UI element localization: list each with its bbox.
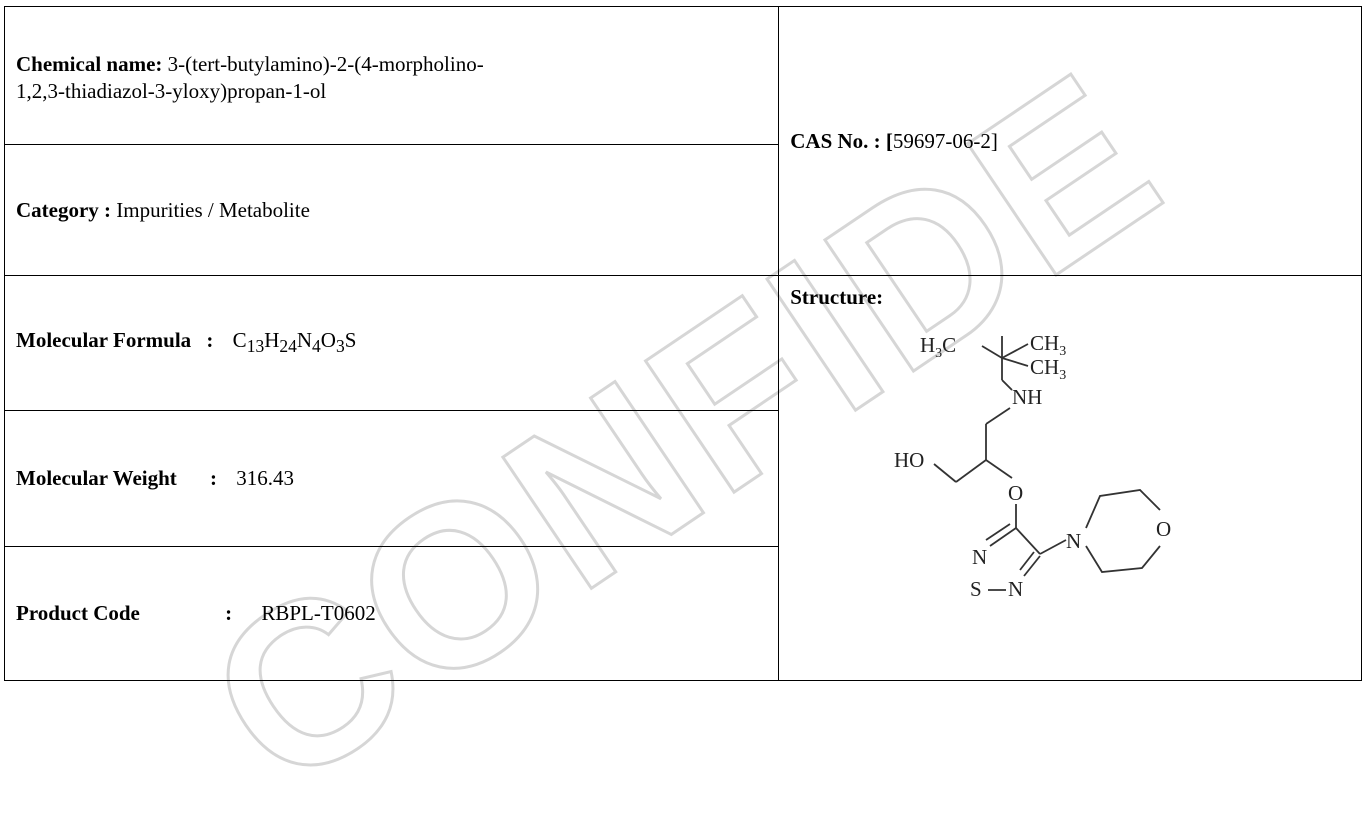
cas-value: 59697-06-2] [892,128,998,153]
atom-n-morph: N [1066,529,1081,553]
bond-ch2-oh [933,463,957,483]
bond-ch3-bottom [1001,357,1029,368]
product-spec-table: Chemical name: 3-(tert-butylamino)-2-(4-… [3,6,1362,681]
product-code-value: RBPL-T0602 [261,601,376,626]
bond-n-c-double [1019,551,1035,571]
cas-label: CAS No. : [ [790,128,893,153]
bond-h3c [981,345,1003,360]
bond-n-c [1023,555,1041,577]
product-code-label: Product Code [16,601,140,626]
atom-nh: NH [1012,385,1042,409]
molecular-weight-label: Molecular Weight [16,466,177,491]
molecular-formula-value: C13H24N4O3S [232,328,357,357]
molecular-weight-separator: : [210,466,218,491]
molecular-weight-cell: Molecular Weight : 316.43 [3,410,780,547]
structure-label: Structure: [790,285,884,309]
product-code-cell: Product Code : RBPL-T0602 [3,546,780,681]
molecular-weight-value: 316.43 [236,466,295,491]
bond-c-nh [1001,379,1013,391]
bond-ch-o [985,459,1013,479]
atom-s-ring: S [970,577,982,601]
chemical-structure-diagram: H3C CH3 CH3 NH HO O [894,331,1171,601]
bond-ring-c-c [1015,527,1041,555]
molecular-formula-label: Molecular Formula [16,328,192,353]
bond-ring-double [985,523,1011,541]
bond-ring-c-n [989,527,1017,547]
atom-h3c: H3C [920,333,956,361]
bond-ch3-top [1001,343,1029,360]
atom-o-morph: O [1156,517,1171,541]
category-label: Category : [16,197,112,222]
atom-ch3-bottom: CH3 [1030,355,1066,383]
product-code-separator: : [225,601,233,626]
cas-cell: CAS No. : [59697-06-2] [778,6,1362,276]
morpholine-lower-bonds [1085,545,1161,574]
atom-o-ether: O [1008,481,1023,505]
structure-cell: Structure: H3C CH3 CH3 NH HO O [778,275,1362,681]
morpholine-upper-bonds [1085,489,1161,529]
atom-ho: HO [894,448,924,472]
bond-ch-ch2oh [955,459,987,483]
molecular-formula-separator: : [206,328,214,353]
bond-c-nmorph [1039,539,1067,556]
category-cell: Category : Impurities / Metabolite [3,144,780,276]
molecular-formula-cell: Molecular Formula : C13H24N4O3S [3,275,780,411]
chemical-name-cell: Chemical name: 3-(tert-butylamino)-2-(4-… [3,6,780,145]
chemical-name-value-line1: 3-(tert-butylamino)-2-(4-morpholino- [167,52,484,77]
atom-n-ring-left: N [972,545,987,569]
chemical-name-value-line2: 1,2,3-thiadiazol-3-yloxy)propan-1-ol [16,78,327,103]
category-value: Impurities / Metabolite [116,197,310,222]
atom-n-ring-bottom: N [1008,577,1023,601]
bond-nh-ch2 [985,407,1011,425]
chemical-name-label: Chemical name: [16,52,163,77]
atom-ch3-top: CH3 [1030,331,1066,359]
